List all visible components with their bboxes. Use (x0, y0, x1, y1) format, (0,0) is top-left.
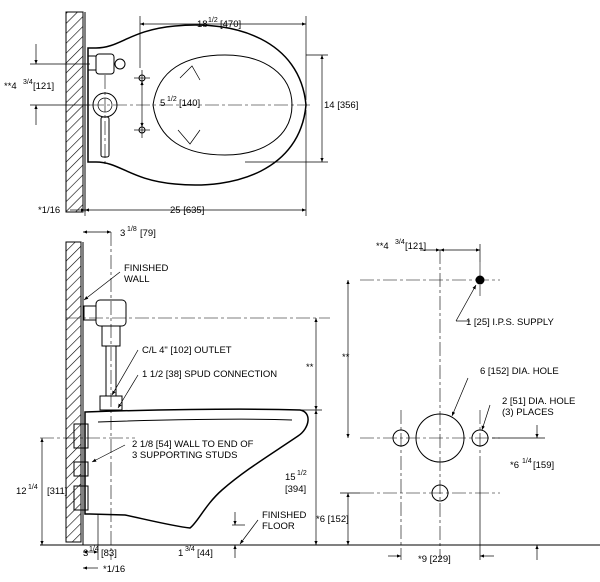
supporting-studs (73, 423, 89, 511)
top-length-metric: [470] (220, 19, 241, 30)
top-width-label: 14 [356] (324, 100, 358, 111)
top-wall-to-front: 25 [635] (170, 205, 204, 216)
outlet-label: C/L 4" [102] OUTLET (142, 345, 232, 356)
side-stud-depth-frac: 1/4 (89, 546, 99, 553)
studs-label-1: 2 1/8 [54] WALL TO END OF (132, 439, 254, 450)
side-rim-height-metric: [394] (285, 484, 306, 495)
outlet-hole-label: 6 [152] DIA. HOLE (480, 366, 559, 377)
rough-upper-height-metric: [159] (533, 460, 554, 471)
side-outlet-offset-metric: [79] (140, 228, 156, 239)
top-strainer (177, 65, 201, 145)
side-view: 3 1/8 [79] FINISHED WALL C/L 4" [102] OU… (16, 226, 330, 575)
top-view: 18 1/2 [470] 14 [356] 5 1/2 [140] **4 3/… (4, 11, 358, 216)
stud-holes-label-1: 2 [51] DIA. HOLE (502, 396, 575, 407)
stud-hole-bottom (431, 484, 449, 502)
top-wall (65, 11, 84, 213)
top-supply-offset-frac: 3/4 (23, 79, 33, 86)
side-bottom-height-metric: [311] (47, 486, 67, 497)
finished-floor-label-2: FLOOR (262, 521, 295, 532)
side-stud-depth-whole: 3 (83, 548, 88, 559)
rough-supply-offset-metric: [121] (405, 241, 426, 252)
rough-double-star: ** (342, 352, 350, 363)
supply-point (475, 275, 485, 285)
rough-upper-height-frac: 1/4 (522, 458, 532, 465)
studs-label-2: 3 SUPPORTING STUDS (132, 450, 237, 461)
finished-wall-label-2: WALL (124, 274, 150, 285)
top-flush-valve (87, 53, 126, 158)
rough-lower-height: *6 [152] (316, 514, 349, 525)
side-flush-valve (83, 299, 127, 411)
side-rim-height-frac: 1/2 (297, 470, 307, 477)
side-urinal-outline (84, 408, 309, 529)
finished-floor-label-1: FINISHED (262, 510, 306, 521)
side-stud-depth-metric: [83] (101, 548, 117, 559)
stud-hole-right (471, 429, 489, 447)
rough-upper-height-whole: *6 (510, 460, 519, 471)
side-bottom-height-whole: 12 (16, 486, 27, 497)
side-bottom-height-frac: 1/4 (28, 484, 38, 491)
stud-hole-left (392, 429, 410, 447)
top-supply-offset-metric: [121] (33, 81, 54, 92)
side-stud-end-frac: 3/4 (185, 546, 195, 553)
side-stud-end-whole: 1 (178, 548, 183, 559)
outlet-hole (415, 413, 465, 463)
side-rim-height-whole: 15 (285, 472, 296, 483)
top-hole-spacing-frac: 1/2 (167, 96, 177, 103)
rough-supply-offset-whole: **4 (376, 241, 389, 252)
top-length-whole: 18 (197, 19, 208, 30)
spud-label: 1 1/2 [38] SPUD CONNECTION (142, 369, 277, 380)
top-supply-offset-whole: **4 (4, 81, 17, 92)
finished-wall-label-1: FINISHED (124, 263, 168, 274)
rough-in-layout: **4 3/4 [121] 1 [25] I.P.S. SUPPLY ** 6 … (316, 239, 600, 565)
rough-supply-offset-frac: 3/4 (395, 239, 405, 246)
side-wall-gap: *1/16 (103, 564, 125, 575)
side-outlet-offset-whole: 3 (120, 228, 125, 239)
supply-label: 1 [25] I.P.S. SUPPLY (466, 317, 555, 328)
side-double-star: ** (306, 362, 314, 373)
side-bowl-inner (97, 418, 293, 423)
side-stud-end-metric: [44] (197, 548, 213, 559)
side-outlet-offset-frac: 1/8 (127, 226, 137, 233)
top-wall-gap: *1/16 (38, 205, 60, 216)
side-wall (65, 241, 82, 543)
top-hole-spacing-whole: 5 (160, 98, 165, 109)
rough-outer-spacing: *9 [229] (418, 554, 451, 565)
top-hole-spacing-metric: [140] (179, 98, 200, 109)
stud-holes-label-2: (3) PLACES (502, 407, 554, 418)
top-length-frac: 1/2 (208, 17, 218, 24)
